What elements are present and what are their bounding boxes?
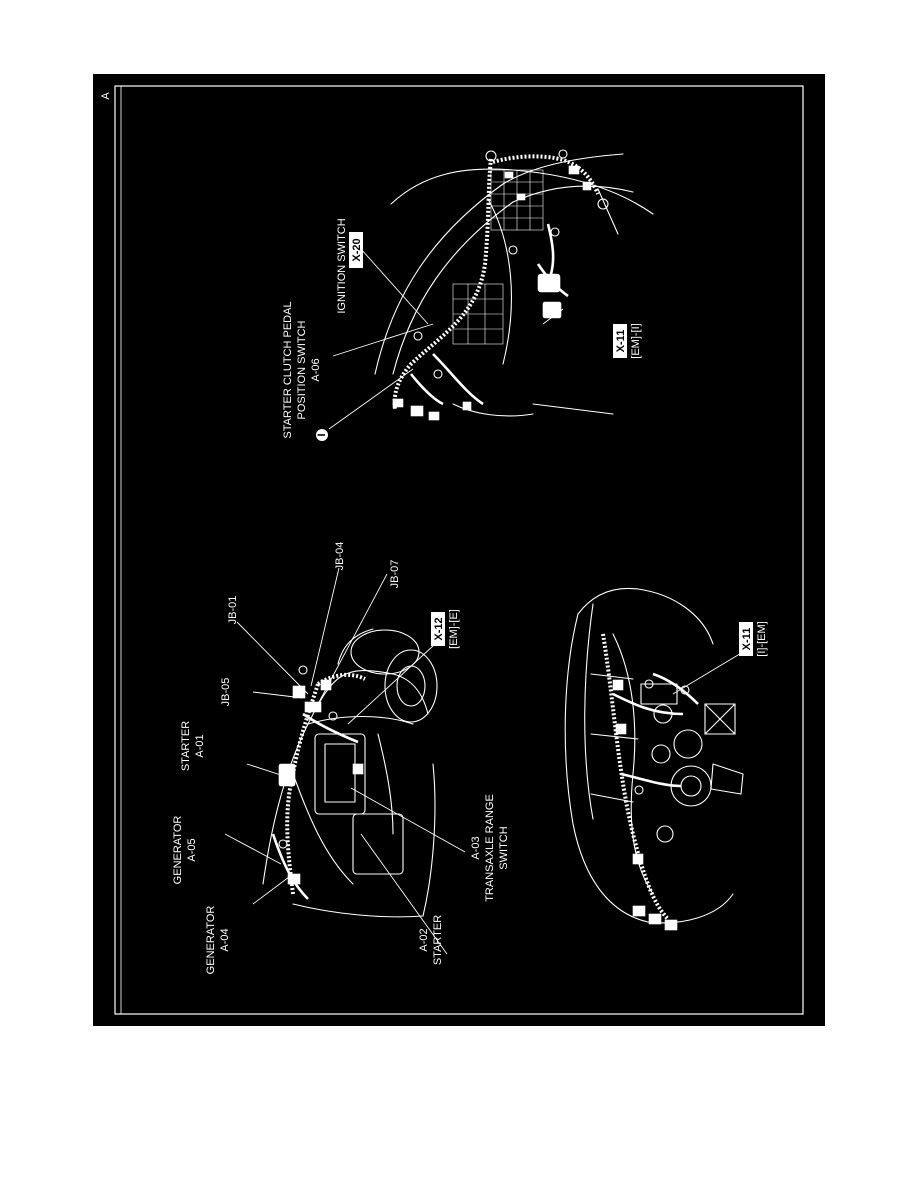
engine-compartment-drawing (224, 567, 466, 955)
svg-text:POSITION SWITCH: POSITION SWITCH (296, 320, 308, 419)
label-jb01: JB-01 (227, 596, 239, 625)
label-jb05: JB-05 (220, 678, 232, 707)
leader-a06 (332, 323, 434, 357)
wiring-diagram: A (100, 85, 804, 1015)
svg-text:A-03: A-03 (470, 836, 482, 859)
dashboard-drawing (328, 149, 654, 430)
svg-text:STARTER CLUTCH PEDAL: STARTER CLUTCH PEDAL (282, 301, 294, 438)
svg-text:A-06: A-06 (310, 358, 322, 381)
svg-text:JB-05: JB-05 (220, 678, 232, 707)
svg-text:GENERATOR: GENERATOR (205, 906, 217, 975)
svg-text:A-01: A-01 (194, 734, 206, 757)
leader-jb07 (317, 573, 388, 705)
leader-jb01 (236, 621, 309, 695)
label-generator-a04: GENERATOR A-04 (205, 906, 231, 975)
page-marker: A (100, 92, 112, 100)
connector-x12-sub: [EM]-[E] (448, 609, 460, 649)
label-generator-a05: GENERATOR A-05 (172, 816, 198, 885)
label-a02-starter: A-02 STARTER (418, 915, 444, 965)
connector-x20-label: X-20 (351, 238, 363, 261)
connector-x11-lower-label: X-11 (741, 628, 753, 651)
label-starter-clutch-switch: STARTER CLUTCH PEDAL POSITION SWITCH A-0… (282, 301, 322, 438)
connector-x12-label: X-12 (433, 617, 445, 640)
leader-a01 (246, 763, 294, 780)
svg-text:JB-01: JB-01 (227, 596, 239, 625)
leader-x12 (347, 645, 434, 725)
label-ignition-switch: IGNITION SWITCH (336, 218, 348, 313)
connector-x20-box: X-20 (349, 232, 363, 268)
label-a03-transaxle: A-03 TRANSAXLE RANGE SWITCH (470, 794, 510, 902)
connector-x11-lower-sub: [I]-[EM] (756, 621, 768, 656)
connector-x11-lower-box: X-11 [I]-[EM] (739, 621, 768, 657)
diagram-sheet: A (93, 74, 825, 1026)
label-jb04: JB-04 (334, 542, 346, 571)
label-starter-a01: STARTER A-01 (180, 721, 206, 771)
label-jb07: JB-07 (389, 560, 401, 589)
svg-text:GENERATOR: GENERATOR (172, 816, 184, 885)
leader-a02 (360, 833, 448, 955)
connector-x11-upper-sub: [EM]-[I] (630, 323, 642, 358)
leader-ignition-x20 (360, 248, 429, 325)
leader-jb05 (252, 691, 304, 699)
connector-x11-upper-label: X-11 (615, 330, 627, 353)
callout-i: I (316, 429, 328, 441)
svg-text:A-05: A-05 (186, 838, 198, 861)
leader-x11-lower (672, 651, 744, 695)
leader-a03 (350, 787, 466, 853)
svg-text:STARTER: STARTER (180, 721, 192, 771)
connector-x11-upper-box: X-11 [EM]-[I] (613, 323, 642, 359)
leader-jb04 (310, 567, 340, 687)
leader-x11-upper (542, 308, 564, 325)
outer-frame (114, 85, 804, 1015)
svg-text:IGNITION SWITCH: IGNITION SWITCH (336, 218, 348, 313)
svg-text:SWITCH: SWITCH (498, 826, 510, 869)
svg-text:STARTER: STARTER (432, 915, 444, 965)
svg-text:A-04: A-04 (219, 928, 231, 951)
leader-i (328, 368, 414, 430)
instrument-panel-drawing (564, 587, 744, 931)
svg-text:JB-07: JB-07 (389, 560, 401, 589)
svg-text:JB-04: JB-04 (334, 542, 346, 571)
svg-text:TRANSAXLE RANGE: TRANSAXLE RANGE (484, 794, 496, 902)
svg-text:I: I (316, 433, 328, 436)
connector-x12-box: X-12 [EM]-[E] (431, 609, 460, 649)
leader-a05 (224, 833, 282, 865)
leader-a04 (252, 873, 294, 905)
svg-text:A-02: A-02 (418, 928, 430, 951)
